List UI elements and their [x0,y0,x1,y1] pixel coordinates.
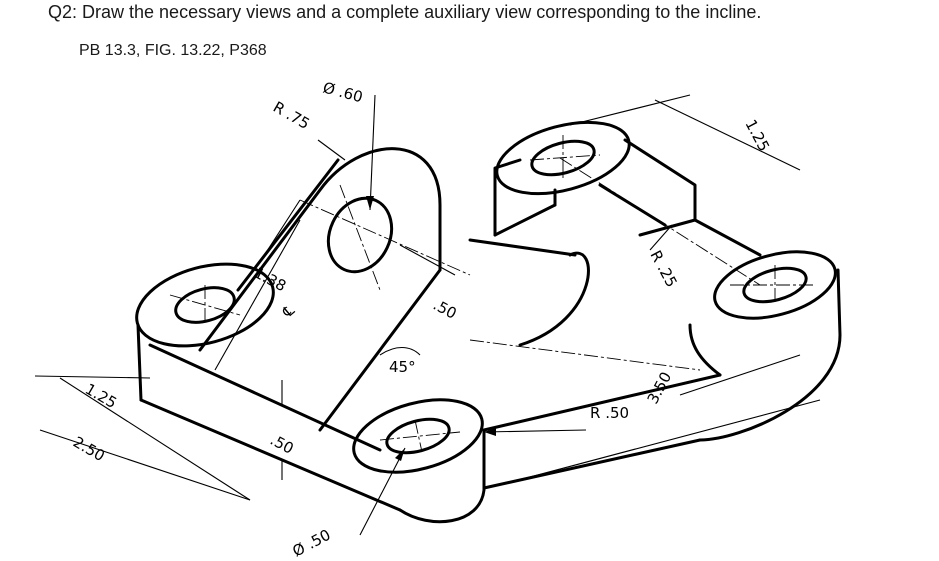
dim-radius-025: R .25 [646,247,680,290]
dimension-text: Ø .60 R .75 1.38 ℄ .50 45° .50 Ø .50 1.2… [70,78,773,560]
dim-dia-bottom: Ø .50 [289,526,333,561]
dim-angle: 45° [389,358,416,376]
dim-125-left: 1.25 [82,380,120,412]
reference-text: PB 13.3, FIG. 13.22, P368 [79,42,267,59]
dim-050-base: .50 [267,431,297,458]
dim-dia-top: Ø .60 [321,78,365,106]
dim-radius-top: R .75 [270,98,313,133]
dim-138: 1.38 [251,264,289,296]
dimension-lines [34,94,821,536]
dim-125-right: 1.25 [741,116,773,154]
dim-250: 2.50 [70,433,108,465]
object-outline [135,120,842,524]
dim-radius-050: R .50 [590,404,629,422]
dim-050-incline: .50 [430,296,460,323]
dim-centerline: ℄ [278,301,298,322]
center-lines [169,135,815,453]
question-text: Q2: Draw the necessary views and a compl… [48,2,762,22]
